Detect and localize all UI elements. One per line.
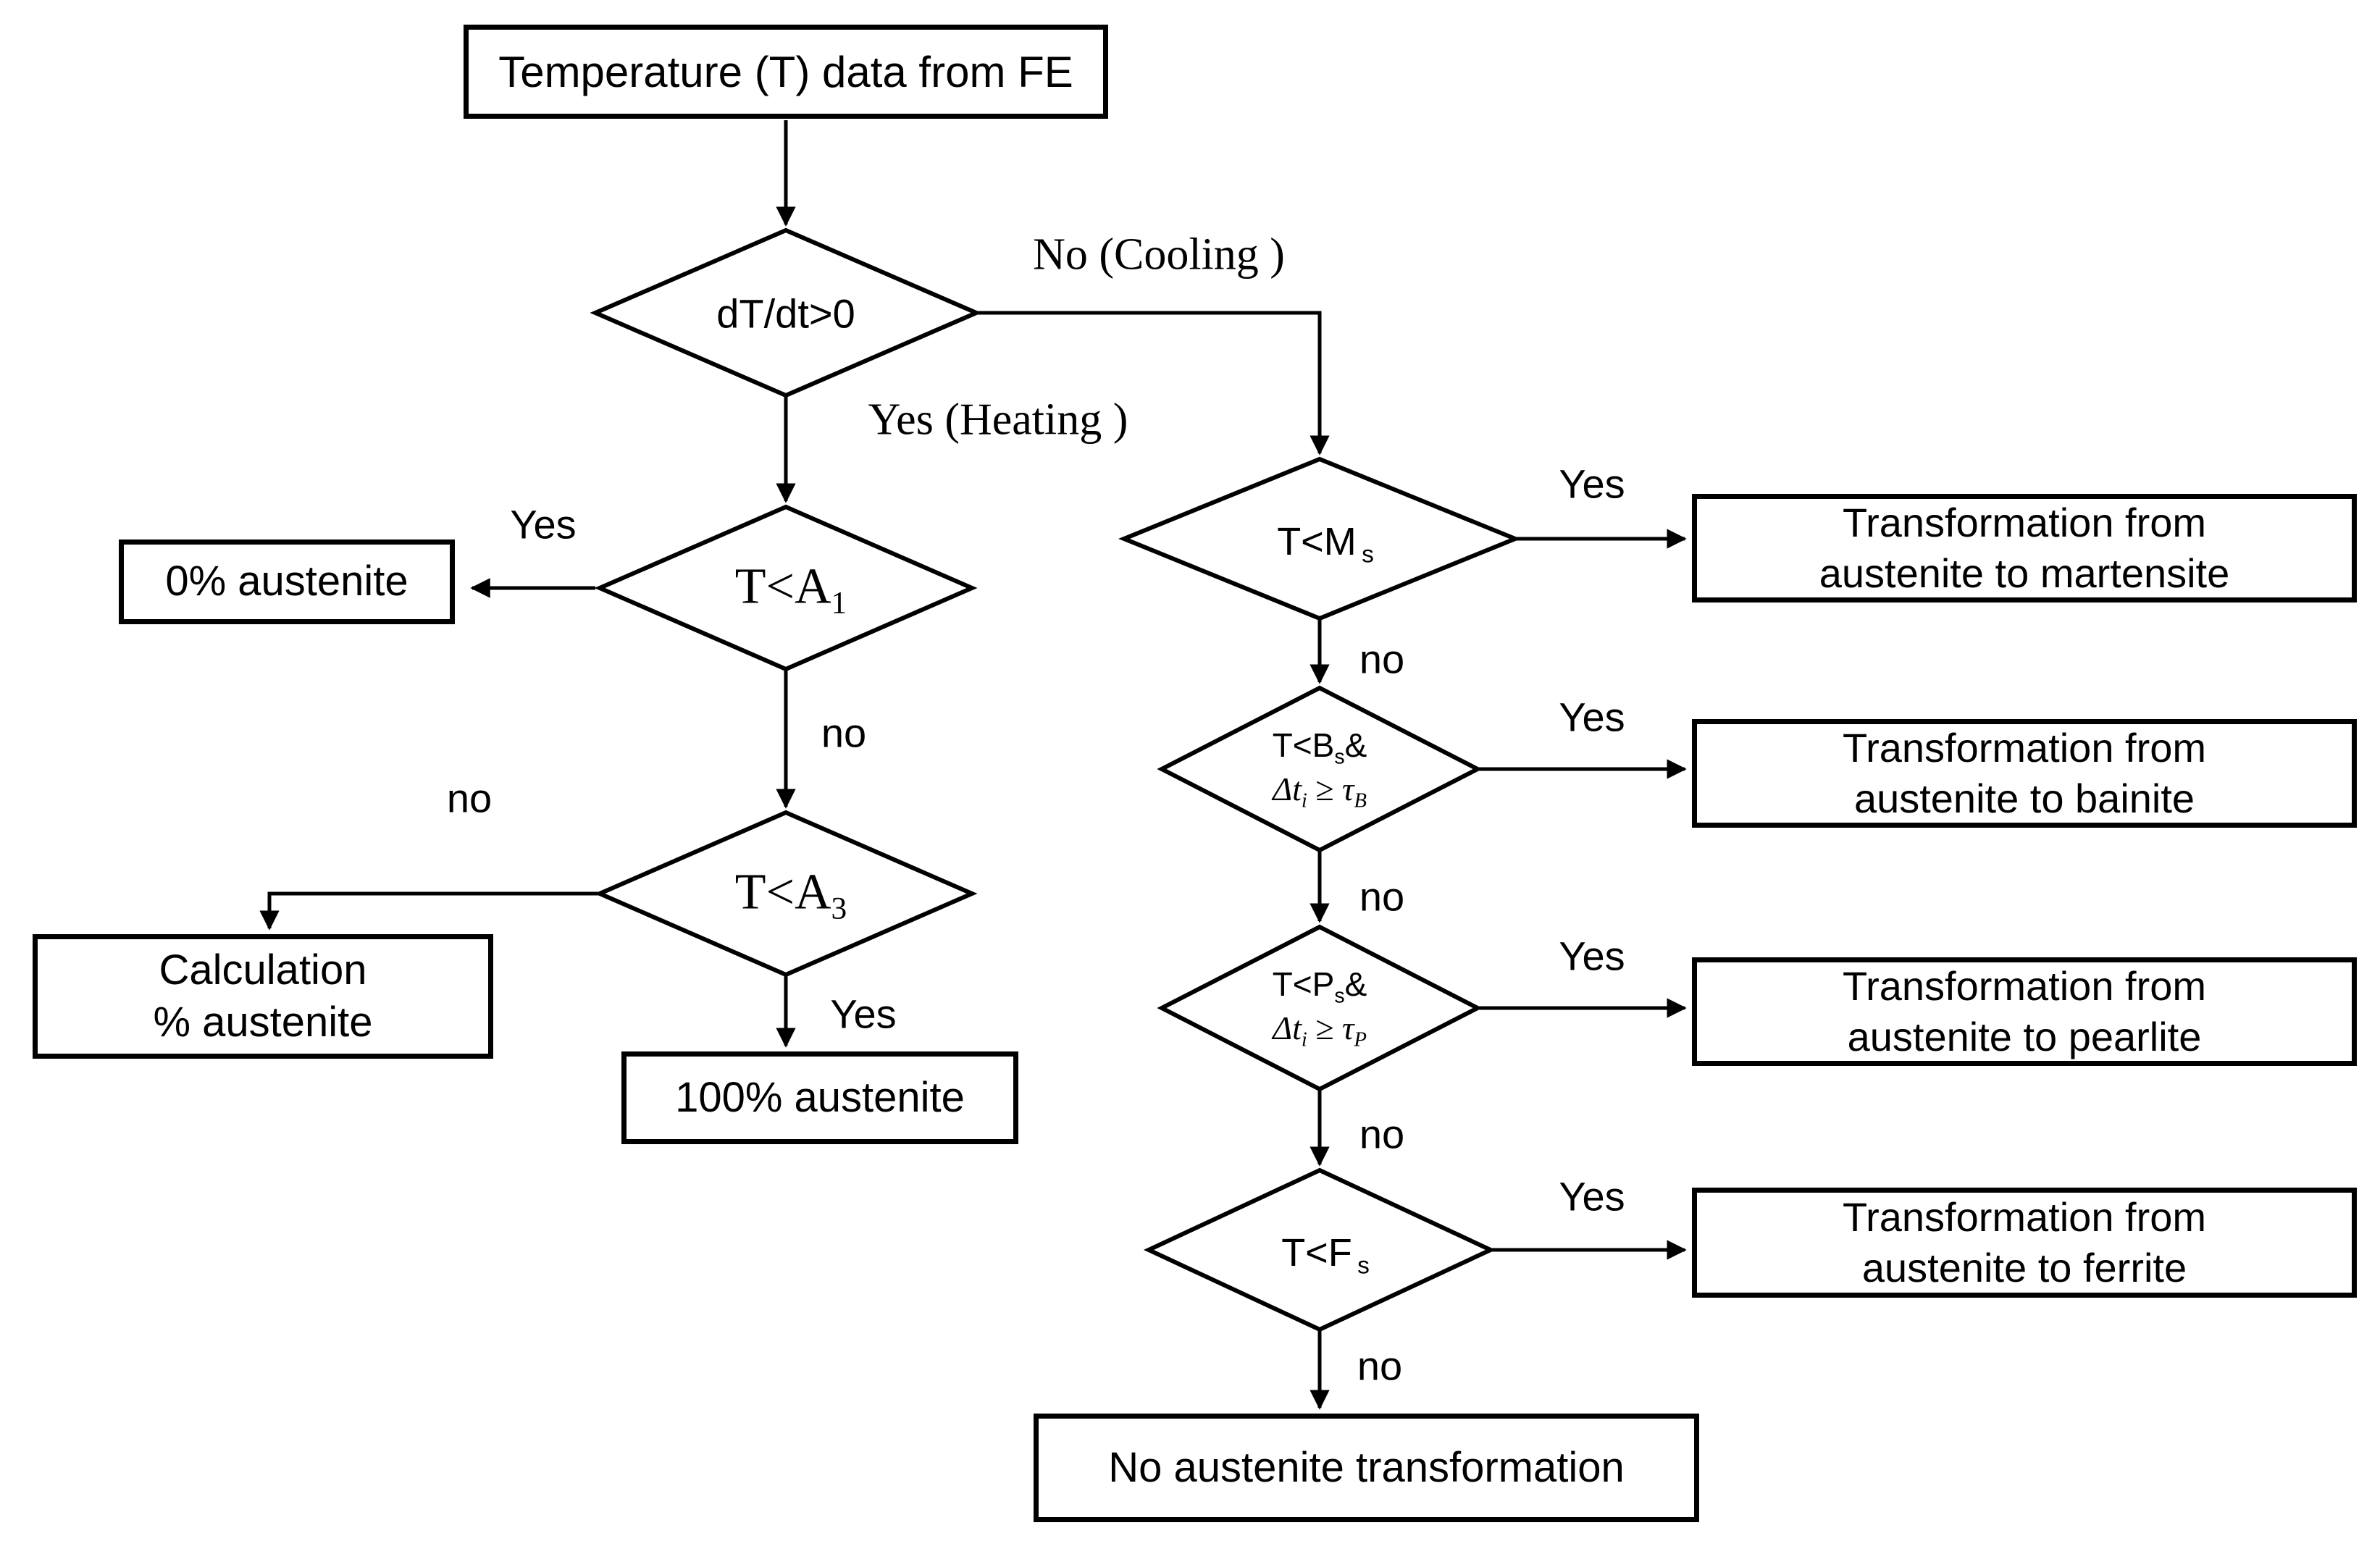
decision-a1-label: T<A1: [734, 554, 847, 621]
node-bainite-line2: austenite to bainite: [1853, 776, 2195, 821]
edge-label-bs-yes: Yes: [1559, 694, 1625, 740]
edge-label-a1-yes: Yes: [510, 501, 577, 547]
decision-ms-text: T<M: [1277, 519, 1357, 563]
diamond-a1-shape: [594, 504, 978, 672]
node-bainite-box: Transformation from austenite to bainite: [1692, 719, 2357, 828]
connector-dtdt-to-ms: [976, 311, 1330, 455]
decision-bs-i-subscript: i: [1301, 789, 1307, 813]
decision-a3-subscript: 3: [831, 891, 847, 926]
diamond-bs-shape: [1157, 685, 1483, 853]
decision-ms-subscript: s: [1362, 541, 1374, 568]
diamond-dtdt-shape: [590, 227, 982, 398]
decision-ps-tau-subscript: P: [1354, 1028, 1367, 1051]
node-hundred-austenite-label: 100% austenite: [675, 1073, 965, 1121]
decision-dtdt-label: dT/dt>0: [716, 288, 855, 341]
node-source-label: Temperature (T) data from FE: [498, 47, 1073, 96]
node-ferrite-line1: Transformation from: [1842, 1194, 2207, 1240]
edge-label-ms-yes: Yes: [1559, 461, 1625, 507]
diamond-ps-shape: [1157, 924, 1483, 1092]
decision-bs-geq-tau: ≥ τ: [1307, 770, 1354, 807]
decision-ps-delta-t: Δt: [1273, 1009, 1302, 1046]
decision-ps-subscript: s: [1334, 984, 1345, 1008]
edge-label-a3-yes: Yes: [830, 991, 897, 1037]
node-ferrite-line2: austenite to ferrite: [1861, 1245, 2187, 1290]
diamond-ms-shape: [1118, 456, 1521, 621]
decision-bs-ampersand: &: [1344, 726, 1367, 765]
edge-label-a1-no: no: [821, 710, 867, 756]
decision-dtdt-text: dT/dt>0: [716, 290, 855, 337]
decision-a1-subscript: 1: [831, 585, 847, 621]
decision-ps-label: T<Ps& Δti ≥ τP: [1273, 963, 1367, 1051]
node-ferrite-box: Transformation from austenite to ferrite: [1692, 1188, 2357, 1298]
edge-label-bs-no: no: [1359, 873, 1405, 920]
edge-label-a3-no: no: [446, 775, 493, 821]
node-source-box: Temperature (T) data from FE: [464, 25, 1108, 119]
decision-bs-time-line: Δti ≥ τB: [1273, 768, 1367, 813]
decision-bs-tau-subscript: B: [1354, 789, 1367, 813]
decision-ps-geq-tau: ≥ τ: [1307, 1009, 1354, 1046]
decision-ps-condition-line: T<Ps&: [1273, 963, 1367, 1007]
diamond-a3-shape: [594, 810, 978, 978]
edge-label-yes-heating: Yes (Heating ): [868, 395, 1128, 445]
decision-a1-text: T<A: [734, 558, 831, 615]
decision-ps-ampersand: &: [1344, 965, 1367, 1004]
edge-label-ps-no: no: [1359, 1111, 1405, 1157]
decision-fs-text: T<F: [1281, 1230, 1352, 1275]
node-zero-austenite-label: 0% austenite: [165, 558, 408, 605]
decision-fs-subscript: s: [1357, 1252, 1370, 1280]
decision-a3-text: T<A: [734, 864, 831, 920]
node-martensite-box: Transformation from austenite to martens…: [1692, 494, 2357, 602]
node-no-transformation-label: No austenite transformation: [1108, 1443, 1625, 1491]
node-calculation-box: Calculation % austenite: [33, 934, 493, 1059]
decision-bs-text: T<B: [1272, 726, 1335, 765]
decision-ps-time-line: Δti ≥ τP: [1273, 1007, 1367, 1051]
decision-a3-label: T<A3: [734, 860, 847, 926]
node-bainite-line1: Transformation from: [1842, 725, 2207, 770]
diamond-fs-shape: [1143, 1167, 1496, 1332]
decision-ps-i-subscript: i: [1301, 1028, 1307, 1051]
node-pearlite-line2: austenite to pearlite: [1847, 1014, 2202, 1059]
node-martensite-line2: austenite to martensite: [1819, 550, 2230, 596]
decision-bs-condition-line: T<Bs&: [1273, 724, 1367, 768]
node-calculation-line1: Calculation: [159, 946, 367, 994]
edge-label-fs-yes: Yes: [1559, 1173, 1625, 1219]
decision-bs-subscript: s: [1334, 745, 1345, 769]
node-pearlite-line1: Transformation from: [1842, 963, 2207, 1009]
edge-label-ms-no: no: [1359, 636, 1405, 682]
edge-label-no-cooling: No (Cooling ): [1033, 230, 1285, 280]
edge-label-fs-no: no: [1357, 1343, 1403, 1389]
node-pearlite-box: Transformation from austenite to pearlit…: [1692, 957, 2357, 1066]
node-hundred-austenite-box: 100% austenite: [621, 1051, 1018, 1144]
decision-ps-text: T<P: [1272, 965, 1335, 1004]
node-calculation-line2: % austenite: [153, 999, 373, 1046]
decision-bs-label: T<Bs& Δti ≥ τB: [1273, 724, 1367, 813]
node-zero-austenite-box: 0% austenite: [119, 539, 455, 624]
edge-label-ps-yes: Yes: [1559, 933, 1625, 979]
connector-a3-to-calc: [259, 891, 600, 931]
decision-bs-delta-t: Δt: [1273, 770, 1302, 807]
node-martensite-line1: Transformation from: [1842, 500, 2207, 545]
node-no-transformation-box: No austenite transformation: [1034, 1414, 1699, 1522]
